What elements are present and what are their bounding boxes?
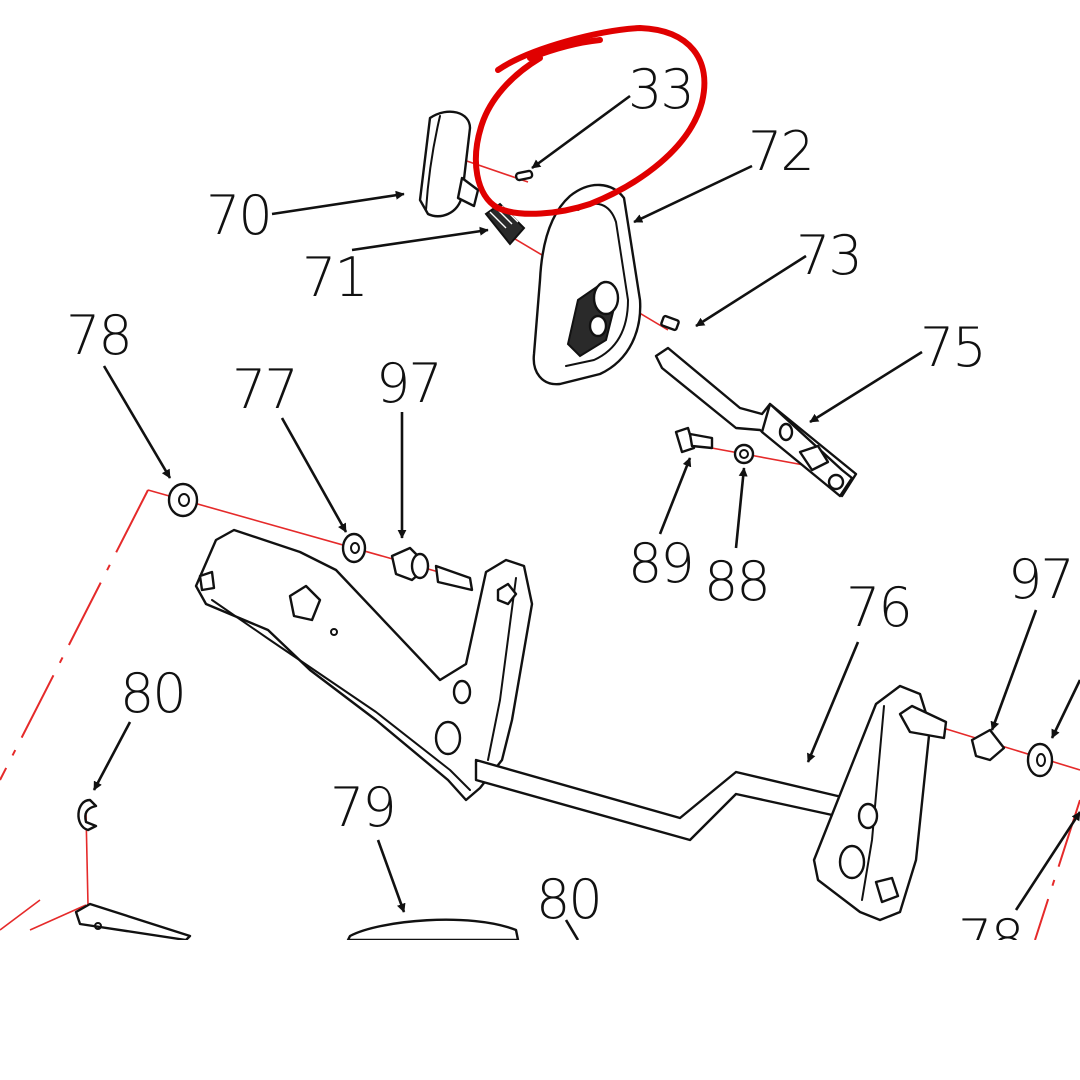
highlight-circle-part-33	[473, 24, 708, 217]
exploded-parts-diagram: 33 70 71 72 73 75 89 88 76 78 77 97 97 7…	[0, 24, 1080, 940]
callout-80-lower: 80	[536, 868, 601, 931]
part-80-clip	[77, 798, 98, 832]
callout-78-right: 78	[958, 908, 1023, 940]
part-77-washer	[341, 532, 367, 564]
callout-77: 77	[232, 358, 297, 421]
part-75-lever	[654, 346, 858, 498]
part-97-bushing-right	[970, 728, 1006, 762]
callout-75: 75	[920, 316, 985, 379]
callout-76: 76	[846, 576, 911, 639]
part-73-screw	[660, 314, 680, 332]
part-70-knob	[418, 110, 480, 218]
blank-bottom-area	[0, 940, 1080, 1080]
callout-89: 89	[628, 532, 693, 595]
part-88-nut	[733, 443, 755, 465]
callout-70: 70	[206, 184, 271, 247]
part-78-washer-left	[167, 482, 199, 518]
part-72-handle	[532, 183, 642, 386]
callout-97-left: 97	[376, 352, 441, 415]
part-33-pin	[514, 169, 534, 182]
callout-33: 33	[628, 58, 693, 121]
callout-80-left: 80	[120, 662, 185, 725]
part-78-washer-right	[1026, 742, 1054, 778]
callout-97-right: 97	[1008, 548, 1073, 611]
callout-88: 88	[704, 550, 769, 613]
part-89-bolt	[674, 426, 714, 454]
callout-71: 71	[302, 246, 367, 309]
part-76-bracket-shaft	[194, 528, 948, 922]
lower-left-pin	[74, 902, 192, 940]
callout-labels: 33 70 71 72 73 75 89 88 76 78 77 97 97 7…	[66, 58, 1075, 940]
callout-79: 79	[330, 776, 395, 839]
part-97-bushing-left	[390, 546, 430, 582]
callout-73: 73	[796, 224, 861, 287]
callout-72: 72	[748, 120, 813, 183]
callout-78-left: 78	[66, 304, 131, 367]
callout-leaders	[92, 94, 1080, 940]
part-79-pedal	[346, 918, 520, 940]
